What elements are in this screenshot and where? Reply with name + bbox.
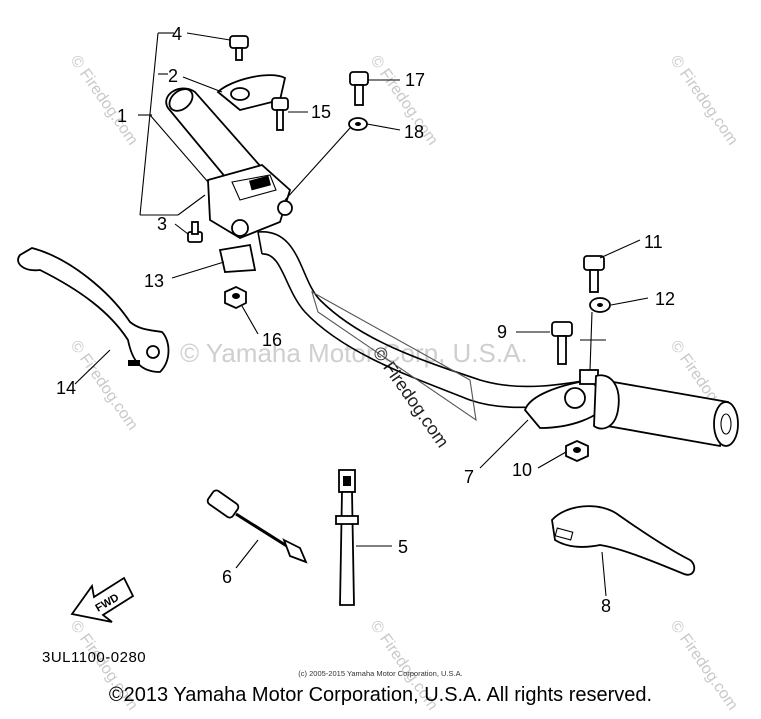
callout-17: 17 bbox=[405, 70, 425, 90]
part-11-bolt bbox=[583, 255, 605, 293]
callout-labels: 1 2 3 4 5 6 7 8 9 10 11 12 13 14 15 16 1… bbox=[56, 24, 675, 616]
callout-16: 16 bbox=[262, 330, 282, 350]
callout-10: 10 bbox=[512, 460, 532, 480]
small-copyright: (c) 2005-2015 Yamaha Motor Corporation, … bbox=[298, 669, 463, 678]
part-10-nut bbox=[565, 440, 589, 462]
left-grip bbox=[165, 87, 264, 192]
callout-18: 18 bbox=[404, 122, 424, 142]
center-watermark: © Yamaha Motor Corp, U.S.A. bbox=[180, 338, 528, 368]
part-9-bolt bbox=[551, 321, 573, 365]
callout-11: 11 bbox=[644, 232, 663, 252]
callout-7: 7 bbox=[464, 467, 474, 487]
fwd-arrow: FWD bbox=[70, 576, 135, 623]
watermark-text: © Firedog.com bbox=[67, 338, 141, 434]
callout-8: 8 bbox=[601, 596, 611, 616]
part-6-cable bbox=[206, 489, 308, 564]
part-3-screw bbox=[187, 221, 203, 243]
diagram-part-code: 3UL1100-0280 bbox=[42, 649, 146, 666]
leader-lines bbox=[74, 32, 649, 597]
part-16-nut bbox=[224, 286, 247, 309]
callout-6: 6 bbox=[222, 567, 232, 587]
callout-4: 4 bbox=[172, 24, 182, 44]
callout-2: 2 bbox=[168, 66, 178, 86]
callout-15: 15 bbox=[311, 102, 331, 122]
part-5-cable-band bbox=[335, 469, 359, 606]
part-18-washer bbox=[348, 117, 368, 131]
watermark-layer: © Firedog.com © Firedog.com © Firedog.co… bbox=[67, 53, 741, 714]
callout-13: 13 bbox=[144, 271, 164, 291]
copyright-notice: ©2013 Yamaha Motor Corporation, U.S.A. A… bbox=[108, 684, 653, 706]
watermark-text: © Firedog.com bbox=[67, 53, 141, 149]
part-14-lever bbox=[17, 247, 170, 373]
callout-14: 14 bbox=[56, 378, 76, 398]
part-4-bolt bbox=[229, 35, 249, 61]
callout-1: 1 bbox=[117, 106, 127, 126]
part-15-screw bbox=[271, 97, 289, 131]
part-8-lever bbox=[551, 505, 696, 576]
part-2-clamp bbox=[216, 74, 287, 111]
part-17-bolt bbox=[349, 71, 369, 106]
left-lever-holder bbox=[207, 164, 293, 273]
callout-5: 5 bbox=[398, 537, 408, 557]
callout-9: 9 bbox=[497, 322, 507, 342]
part-12-washer bbox=[589, 297, 611, 313]
callout-12: 12 bbox=[655, 289, 675, 309]
watermark-text: © Firedog.com bbox=[667, 53, 741, 149]
callout-3: 3 bbox=[157, 214, 167, 234]
right-grip bbox=[593, 374, 739, 448]
